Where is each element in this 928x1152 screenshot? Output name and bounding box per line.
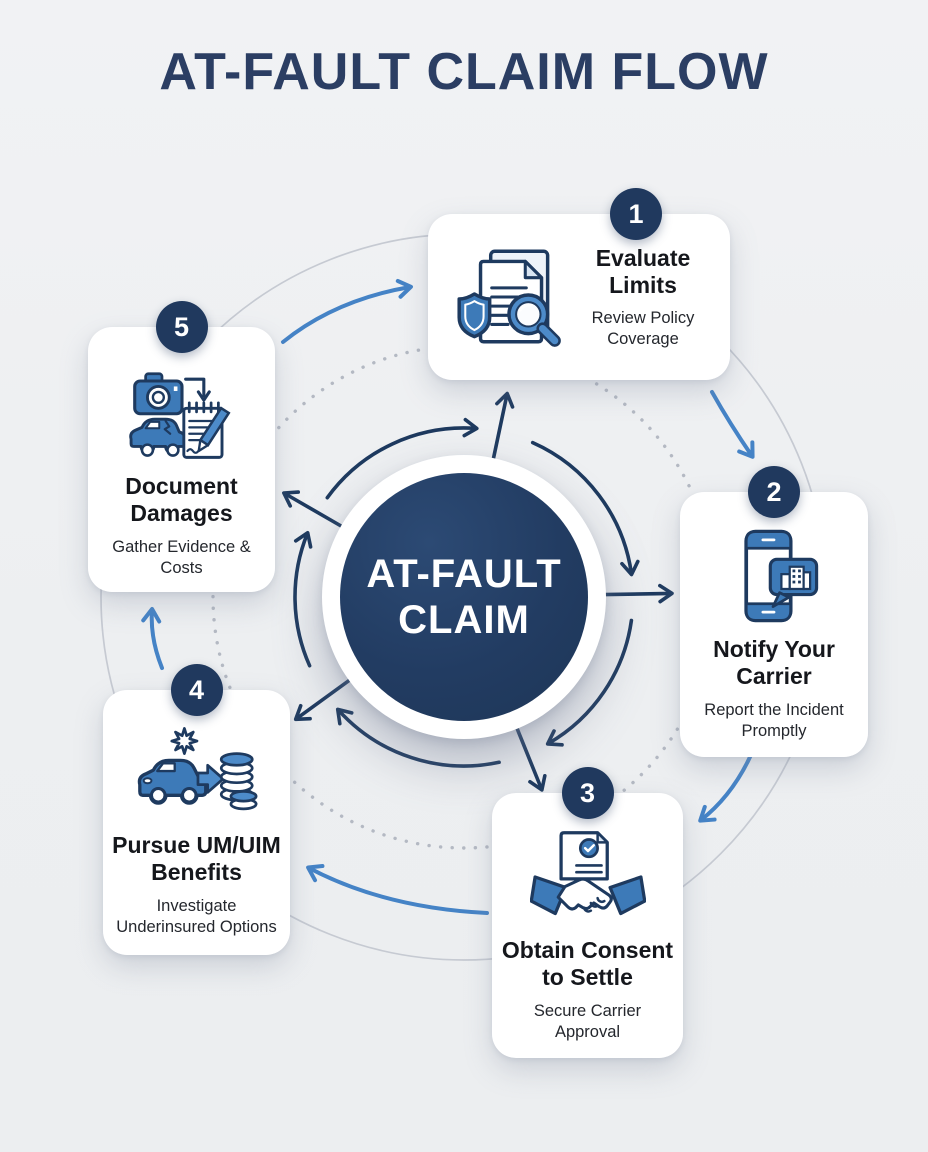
step-4-number: 4 [188,674,205,705]
step-5-number: 5 [173,311,190,342]
phone-notify-icon [744,529,819,623]
policy-search-icon [457,249,561,347]
step-1-badge: 1 [610,188,662,240]
camera-notes-icon [128,372,231,459]
cycle-arc-arrows [293,417,640,768]
step-2-subtitle: Report the Incident Promptly [704,701,844,740]
car-to-coins-icon [137,727,257,811]
step-card-3: 3 Obtain Consent to Settle Secure Carrie… [492,767,683,1058]
step-card-1: 1 Evaluate Limits Review Policy Coverage [428,188,730,380]
handshake-agreement-icon [529,831,646,916]
center-label-line2: CLAIM [398,598,530,642]
center-label-line1: AT-FAULT [366,552,562,596]
step-1-subtitle: Review Policy Coverage [591,309,695,348]
step-2-badge: 2 [748,466,800,518]
center-circle-core: AT-FAULT CLAIM [340,473,588,721]
step-2-number: 2 [766,476,782,507]
step-3-title: Obtain Consent to Settle [501,937,674,991]
step-5-badge: 5 [155,301,208,353]
step-5-title: Document Damages [125,472,238,526]
center-label: AT-FAULT CLAIM [366,551,561,643]
step-2-title: Notify Your Carrier [713,636,835,690]
step-4-title: Pursue UM/UIM Benefits [112,832,281,886]
step-1-number: 1 [628,198,644,229]
step-connector-arrows [141,278,759,915]
step-4-subtitle: Investigate Underinsured Options [116,897,277,936]
page-title: AT-FAULT CLAIM FLOW [159,43,769,101]
step-1-title: Evaluate Limits [595,244,691,299]
step-3-subtitle: Secure Carrier Approval [533,1002,642,1041]
center-circle: AT-FAULT CLAIM [322,455,606,739]
step-card-4: 4 Pursue UM/UIM Benefits Investigate Und… [103,664,290,955]
step-3-number: 3 [579,777,596,808]
radial-arrows [282,391,674,792]
step-4-badge: 4 [170,664,223,716]
step-5-subtitle: Gather Evidence & Costs [112,538,251,577]
step-card-5: 5 Document [88,301,275,592]
step-3-badge: 3 [561,767,614,819]
step-card-2: 2 Notify Your Carrier Report the Inciden… [680,466,868,757]
